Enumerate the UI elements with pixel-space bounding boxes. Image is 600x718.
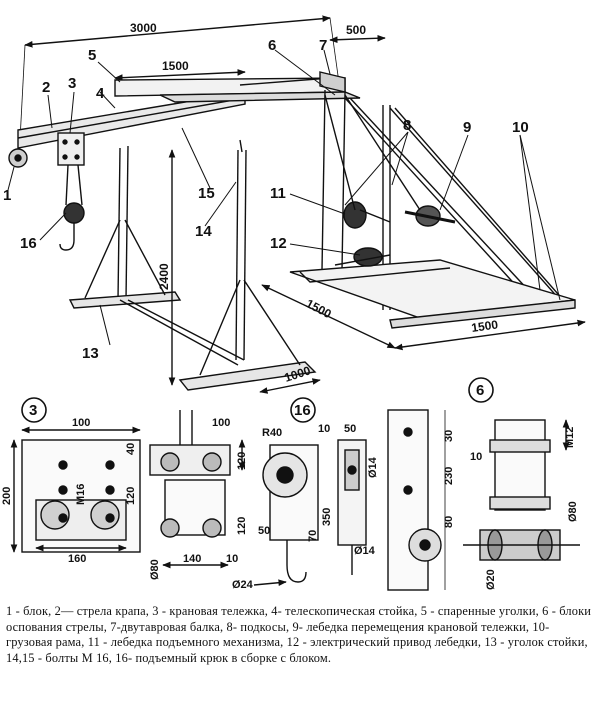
d16-dim-radius: R40 [262, 427, 282, 439]
part-label-9: 9 [463, 119, 471, 136]
d16-dim-50b: 50 [258, 525, 270, 537]
d6-dim-80: 80 [443, 516, 455, 528]
detail-6-label: 6 [476, 382, 484, 399]
d6-dim-axle: Ø20 [485, 569, 497, 590]
part-label-10: 10 [512, 119, 529, 136]
d3-dim-40: 40 [125, 443, 137, 455]
detail-16-label: 16 [294, 402, 311, 419]
d3-dim-bolt: M16 [75, 484, 87, 505]
dim-height: 2400 [157, 263, 171, 290]
d16-dim-50: 50 [344, 423, 356, 435]
d3-dim-wheel: Ø80 [149, 559, 161, 580]
part-label-7: 7 [319, 37, 327, 54]
part-label-16: 16 [20, 235, 37, 252]
d3-dim-140: 140 [183, 553, 201, 565]
part-label-8: 8 [403, 117, 411, 134]
part-label-3: 3 [68, 75, 76, 92]
d3-dim-120c: 120 [236, 452, 248, 470]
dim-base-front: 1500 [470, 317, 499, 335]
detail-16-marker [290, 397, 316, 423]
d3-dim-120b: 120 [236, 517, 248, 535]
d3-dim-height: 200 [1, 487, 13, 505]
detail-3-marker [21, 397, 47, 423]
d16-dim-pin: Ø14 [367, 456, 379, 478]
part-label-11: 11 [270, 185, 286, 202]
part-label-13: 13 [82, 345, 99, 362]
d16-dim-350: 350 [321, 508, 333, 526]
dim-boom-span: 1500 [162, 59, 189, 73]
d3-dim-10: 10 [226, 553, 238, 565]
d3-dim-160: 160 [68, 553, 86, 565]
part-label-2: 2 [42, 79, 50, 96]
d6-dim-30: 30 [443, 430, 455, 442]
d6-dim-230: 230 [443, 467, 455, 485]
d3-dim-width-top: 100 [72, 417, 90, 429]
dim-top-offset: 500 [346, 23, 366, 37]
d16-dim-rod: Ø14 [354, 545, 376, 557]
d3-dim-100b: 100 [212, 417, 230, 429]
d6-dim-bolt: M12 [564, 427, 576, 448]
parts-legend: 1 - блок, 2— стрела крапа, 3 - крановая … [6, 604, 592, 665]
d6-dim-wheel: Ø80 [567, 501, 579, 522]
d16-dim-70: 70 [307, 530, 319, 542]
d16-dim-10: 10 [318, 423, 330, 435]
part-label-5: 5 [88, 47, 96, 64]
part-label-12: 12 [270, 235, 287, 252]
detail-6-marker [468, 377, 494, 403]
part-label-1: 1 [3, 187, 11, 204]
dim-overall-length: 3000 [130, 21, 157, 35]
part-label-6: 6 [268, 37, 276, 54]
crane-technical-drawing: 1 2 3 4 5 6 7 8 9 10 11 12 13 14 15 16 3… [1, 15, 586, 591]
part-label-4: 4 [96, 85, 105, 102]
detail-3-label: 3 [29, 402, 37, 419]
part-label-14: 14 [195, 223, 212, 240]
d6-dim-10: 10 [470, 451, 482, 463]
d16-dim-hook: Ø24 [232, 579, 254, 591]
part-label-15: 15 [198, 185, 215, 202]
d3-dim-120a: 120 [125, 487, 137, 505]
